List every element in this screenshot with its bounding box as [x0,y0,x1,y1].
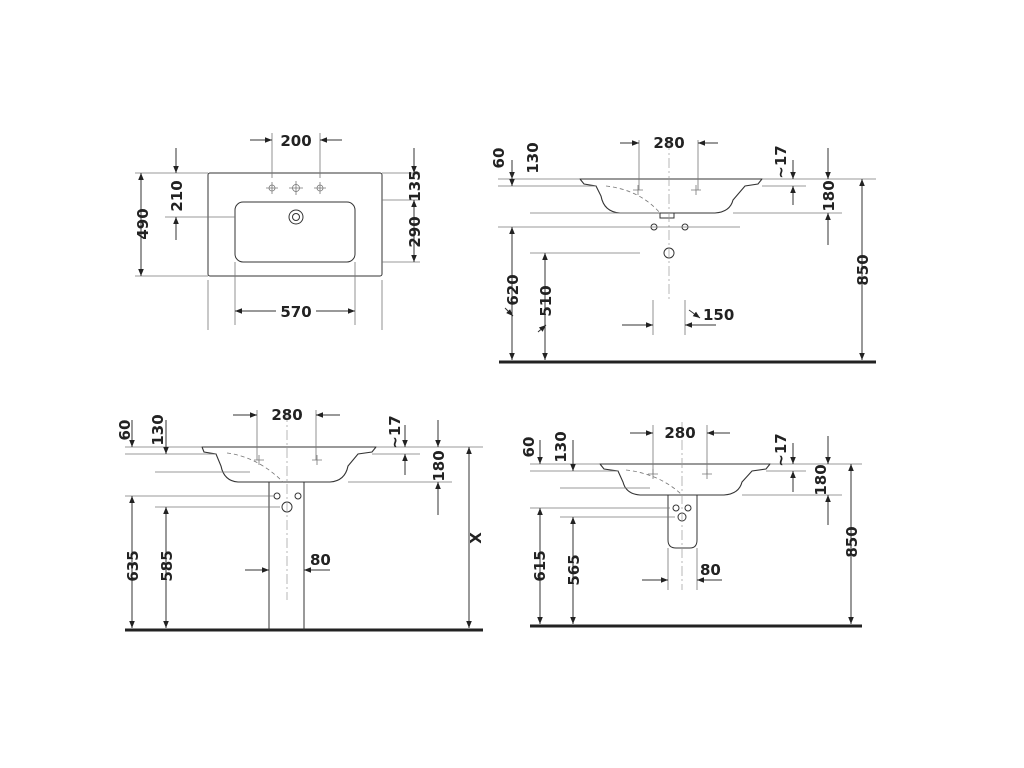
basin-profile [201,446,378,483]
dim-850: 850 [843,526,861,557]
dim-135: 135 [406,170,424,201]
dim-585: 585 [158,550,176,581]
semi-pedestal [667,495,698,549]
dim-180: 180 [430,450,448,481]
dim-60: 60 [490,148,508,169]
dim-60: 60 [116,420,134,441]
dim-60: 60 [520,437,538,458]
dim-130: 130 [524,142,542,173]
dim-80: 80 [310,551,331,569]
dim-490: 490 [134,208,152,239]
dim-180: 180 [820,180,838,211]
side-view-bottom-left: 60 130 280 ~17 180 X 635 585 80 [116,406,485,632]
dim-280: 280 [664,424,695,442]
dim-280: 280 [653,134,684,152]
basin-profile [598,463,772,496]
tap-holes [266,181,326,195]
dim-17: ~17 [386,415,404,448]
dim-620: 620 [504,274,522,305]
side-view-bottom-right: 60 130 280 ~17 180 850 615 565 80 [520,422,862,628]
dim-80: 80 [700,561,721,579]
dim-180: 180 [812,464,830,495]
dim-570: 570 [280,303,311,321]
dim-17: ~17 [772,145,790,178]
dim-x: X [467,532,485,544]
dim-200: 200 [280,132,311,150]
side-view-top-right: 60 130 280 ~17 180 850 620 510 150 [490,134,876,364]
dim-510: 510 [537,285,555,316]
drain [288,209,304,225]
dim-290: 290 [406,216,424,247]
top-view: 200 210 490 135 290 570 [134,132,424,330]
dim-150: 150 [703,306,734,324]
dim-210: 210 [168,180,186,211]
dim-130: 130 [552,431,570,462]
dim-17: ~17 [772,433,790,466]
basin-profile [578,178,764,214]
dim-280: 280 [271,406,302,424]
bowl-outline [234,201,356,263]
dim-615: 615 [531,550,549,581]
pedestal [268,482,305,630]
dim-130: 130 [149,414,167,445]
dim-635: 635 [124,550,142,581]
dim-565: 565 [565,554,583,585]
dim-850: 850 [854,254,872,285]
basin-outline [207,172,383,277]
